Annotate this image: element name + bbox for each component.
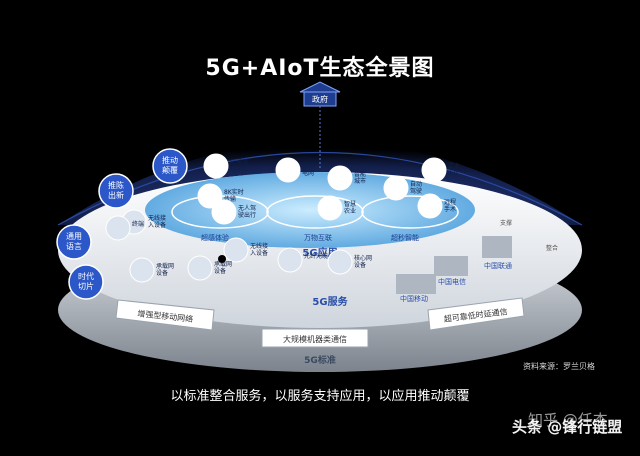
service-item-2: 承载网设备 — [129, 257, 174, 283]
layer-service-label: 5G服务 — [312, 295, 348, 308]
svg-text:承载网设备: 承载网设备 — [214, 260, 232, 275]
cloud-item-5: 无人驾驶出行 — [211, 199, 256, 225]
layer-application-label: 5G应用 — [302, 246, 337, 259]
operator-unicom: 中国联通 — [484, 261, 512, 270]
left-badge-4 — [68, 264, 104, 300]
left-badge-3 — [56, 224, 92, 260]
ellipse-iot — [266, 195, 364, 229]
government-label: 政府 — [312, 94, 328, 104]
left-label-1: 推动颠覆 — [162, 155, 178, 175]
standard-box-urllc — [427, 297, 525, 331]
svg-text:远程手术: 远程手术 — [444, 198, 456, 213]
service-item-7: 终端 — [105, 215, 144, 241]
svg-text:无线接入设备: 无线接入设备 — [250, 242, 268, 257]
left-label-4: 时代切片 — [78, 271, 94, 291]
source-note: 资料来源：罗兰贝格 — [523, 362, 595, 371]
left-label-3: 通用语言 — [66, 231, 82, 251]
svg-text:承载网设备: 承载网设备 — [156, 262, 174, 277]
cloud-item-3: 8K实时传输 — [197, 183, 244, 209]
service-item-3: 无线接入设备 — [223, 237, 268, 263]
operator-mobile: 中国移动 — [400, 294, 428, 303]
ellipse-label-iot: 万物互联 — [304, 233, 332, 242]
svg-text:沉浸游戏体验: 沉浸游戏体验 — [230, 158, 248, 173]
svg-text:8K实时传输: 8K实时传输 — [224, 188, 244, 203]
standard-label-mmtc: 大规模机器类通信 — [283, 334, 347, 344]
svg-text:终端: 终端 — [132, 220, 144, 228]
cloud-item-2: 智慧电网 — [275, 157, 314, 183]
service-item-4: 承载网设备 — [187, 255, 232, 281]
svg-text:智慧农业: 智慧农业 — [344, 200, 356, 215]
layer-standard-label: 5G标准 — [304, 354, 336, 366]
cloud-item-4: 智能城市 — [327, 165, 366, 191]
svg-text:光纤光缆: 光纤光缆 — [304, 252, 328, 260]
svg-text:智慧电网: 智慧电网 — [302, 162, 314, 177]
cloud-item-7: 自动驾驶 — [383, 175, 422, 201]
integrate-label: 整合 — [546, 244, 558, 252]
svg-text:无线接入设备: 无线接入设备 — [148, 214, 166, 229]
government-icon — [299, 81, 341, 107]
ellipse-label-sense: 超感体验 — [201, 233, 229, 242]
svg-text:自动驾驶: 自动驾驶 — [410, 180, 422, 195]
watermark-main: 头条 @锋行链盟 — [512, 418, 623, 436]
left-badge-1 — [152, 148, 188, 184]
page-title: 5G+AIoT生态全景图 — [205, 56, 435, 81]
svg-text:工业4.0: 工业4.0 — [448, 162, 460, 177]
center-dot — [218, 255, 226, 263]
left-label-2: 推陈出新 — [108, 180, 124, 200]
standard-box-mmtc — [261, 328, 369, 348]
support-label: 支撑 — [500, 219, 512, 227]
ellipse-intelligence — [361, 195, 459, 229]
operator-buildings — [396, 236, 512, 294]
svg-text:智能城市: 智能城市 — [354, 170, 366, 185]
cloud-item-9: 远程手术 — [417, 193, 456, 219]
standard-box-embb — [115, 299, 215, 331]
caption: 以标准整合服务，以服务支持应用，以应用推动颠覆 — [170, 389, 470, 404]
service-item-6: 核心网设备 — [327, 249, 372, 275]
left-badge-2 — [98, 173, 134, 209]
svg-text:核心网设备: 核心网设备 — [354, 254, 372, 269]
watermark-overlay: 知乎 @任杰 — [528, 411, 608, 429]
service-item-5: 光纤光缆 — [277, 247, 328, 273]
cloud-item-6: 智慧农业 — [317, 195, 356, 221]
operator-telecom: 中国电信 — [438, 277, 466, 286]
svg-text:无人驾驶出行: 无人驾驶出行 — [238, 204, 256, 219]
cloud-item-1: 沉浸游戏体验 — [203, 153, 248, 179]
ellipse-label-intel: 超秒智能 — [391, 233, 419, 242]
